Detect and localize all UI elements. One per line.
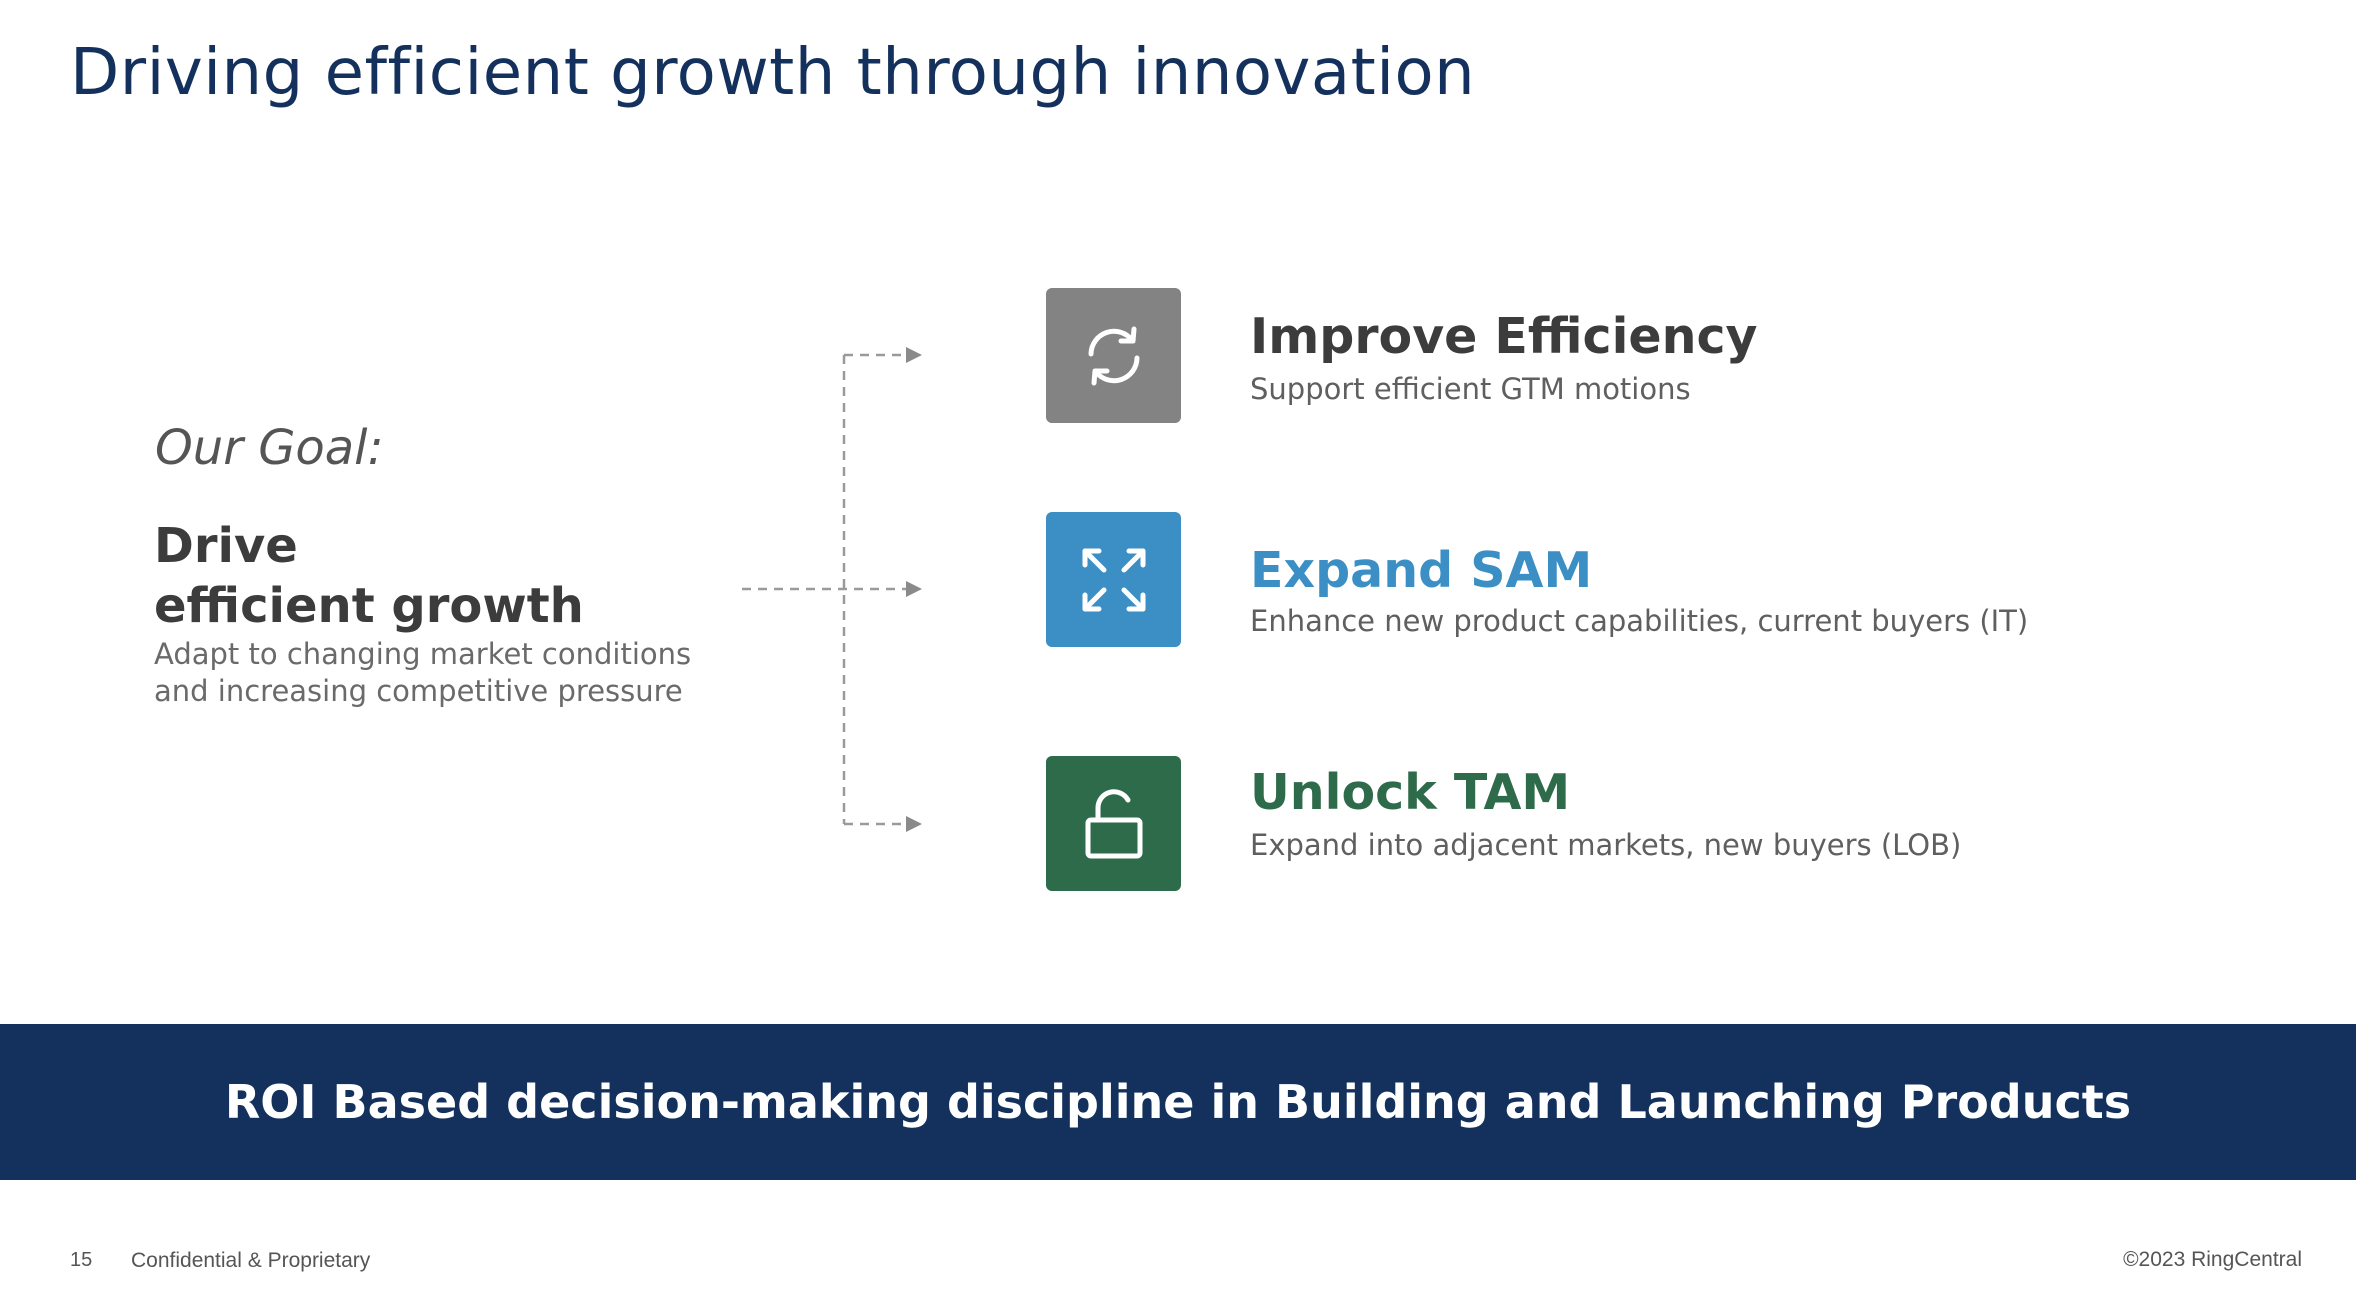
goal-heading: Drive efficient growth [154, 516, 714, 636]
unlock-tam-description: Expand into adjacent markets, new buyers… [1250, 828, 1962, 862]
unlock-tam-title: Unlock TAM [1250, 764, 1571, 821]
goal-label: Our Goal: [155, 420, 384, 476]
improve-efficiency-tile [1046, 288, 1181, 423]
expand-arrows-icon [1082, 548, 1145, 611]
improve-efficiency-description: Support efficient GTM motions [1250, 372, 1691, 406]
goal-description-line2: and increasing competitive pressure [154, 674, 683, 708]
confidential-label: Confidential & Proprietary [131, 1249, 371, 1272]
goal-description: Adapt to changing market conditions and … [154, 636, 734, 710]
expand-sam-description: Enhance new product capabilities, curren… [1250, 604, 2029, 638]
expand-sam-tile [1046, 512, 1181, 647]
arrow-head-bottom [906, 816, 922, 832]
improve-efficiency-title: Improve Efficiency [1250, 308, 1758, 365]
page-number: 15 [70, 1249, 93, 1271]
goal-description-line1: Adapt to changing market conditions [154, 637, 692, 671]
unlock-tam-tile [1046, 756, 1181, 891]
copyright-label: ©2023 RingCentral [2123, 1248, 2302, 1271]
arrow-head-middle [906, 581, 922, 597]
expand-sam-title: Expand SAM [1250, 542, 1593, 599]
flow-connector-arrows [742, 347, 922, 832]
roi-banner: ROI Based decision-making discipline in … [0, 1024, 2356, 1180]
unlock-icon [1085, 788, 1142, 858]
goal-heading-line2: efficient growth [154, 578, 584, 634]
refresh-icon [1088, 326, 1139, 385]
slide-title: Driving efficient growth through innovat… [70, 36, 1476, 110]
goal-heading-line1: Drive [154, 518, 298, 574]
arrow-head-top [906, 347, 922, 363]
roi-banner-text: ROI Based decision-making discipline in … [224, 1075, 2132, 1129]
